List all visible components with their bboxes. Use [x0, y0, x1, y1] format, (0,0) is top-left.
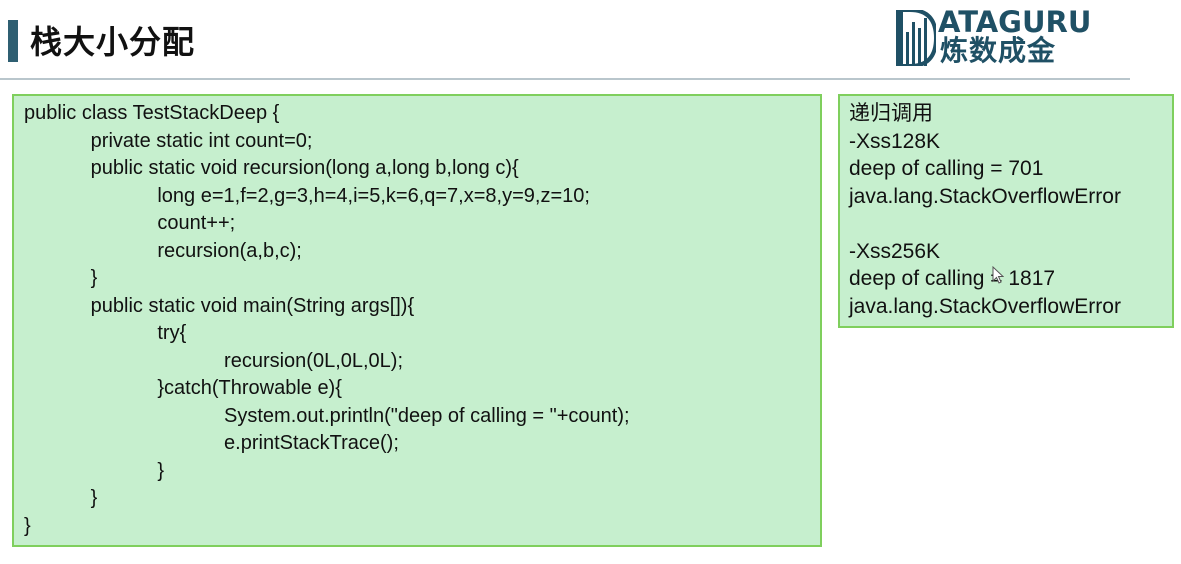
- result-line-8: java.lang.StackOverflowError: [849, 294, 1121, 318]
- code-line-2: private static int count=0;: [24, 129, 313, 152]
- code-line-8: public static void main(String args[]){: [24, 294, 415, 317]
- code-line-12: System.out.println("deep of calling = "+…: [24, 404, 630, 427]
- result-line-1: 递归调用: [849, 102, 933, 125]
- result-line-6: -Xss256K: [849, 239, 941, 263]
- logo-mark-icon: [896, 10, 936, 66]
- result-block: 递归调用 -Xss128K deep of calling = 701 java.la…: [849, 100, 1121, 320]
- code-line-1: public class TestStackDeep {: [24, 102, 280, 124]
- result-line-7: deep of calling = 1817: [849, 267, 1056, 290]
- slide-title: 栈大小分配: [30, 23, 196, 61]
- code-line-15: }: [24, 487, 98, 509]
- code-line-9: try{: [24, 322, 187, 344]
- code-line-10: recursion(0L,0L,0L);: [24, 349, 404, 372]
- dataguru-logo: ATAGURU 炼数成金: [896, 6, 1118, 66]
- code-line-14: }: [24, 459, 165, 482]
- code-block: public class TestStackDeep { private sta…: [24, 100, 630, 540]
- logo-text-bottom: 炼数成金: [940, 34, 1057, 67]
- code-line-6: recursion(a,b,c);: [24, 239, 302, 262]
- code-line-16: }: [24, 514, 31, 537]
- code-line-11: }catch(Throwable e){: [24, 377, 342, 399]
- result-line-5: [849, 210, 1121, 238]
- result-line-3: deep of calling = 701: [849, 157, 1044, 180]
- code-line-3: public static void recursion(long a,long…: [24, 157, 519, 179]
- code-line-4: long e=1,f=2,g=3,h=4,i=5,k=6,q=7,x=8,y=9…: [24, 184, 590, 207]
- header-divider: [0, 78, 1130, 80]
- code-line-5: count++;: [24, 212, 236, 234]
- result-panel: 递归调用 -Xss128K deep of calling = 701 java.la…: [838, 94, 1174, 328]
- logo-text-top: ATAGURU: [938, 5, 1092, 39]
- code-line-7: }: [24, 267, 98, 289]
- mouse-cursor-icon: [992, 266, 1004, 284]
- result-line-2: -Xss128K: [849, 129, 941, 153]
- result-line-4: java.lang.StackOverflowError: [849, 184, 1121, 208]
- code-line-13: e.printStackTrace();: [24, 432, 399, 454]
- code-panel: public class TestStackDeep { private sta…: [12, 94, 822, 547]
- title-accent-bar: [8, 20, 18, 62]
